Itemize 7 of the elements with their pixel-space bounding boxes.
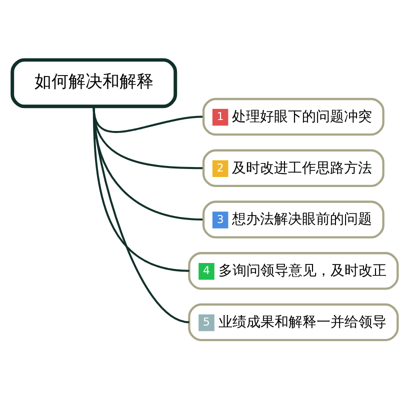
node-box: 3 想办法解决眼前的问题 xyxy=(202,200,384,238)
node-box: 1 处理好眼下的问题冲突 xyxy=(202,98,384,136)
node-box: 5 业绩成果和解释一并给领导 xyxy=(188,303,399,342)
node-box: 2 及时改进工作思路方法 xyxy=(202,149,384,187)
node-box: 如何解决和解释 xyxy=(10,58,178,108)
node-box: 4 多询问领导意见，及时改正 xyxy=(188,252,399,290)
connector xyxy=(92,108,190,324)
